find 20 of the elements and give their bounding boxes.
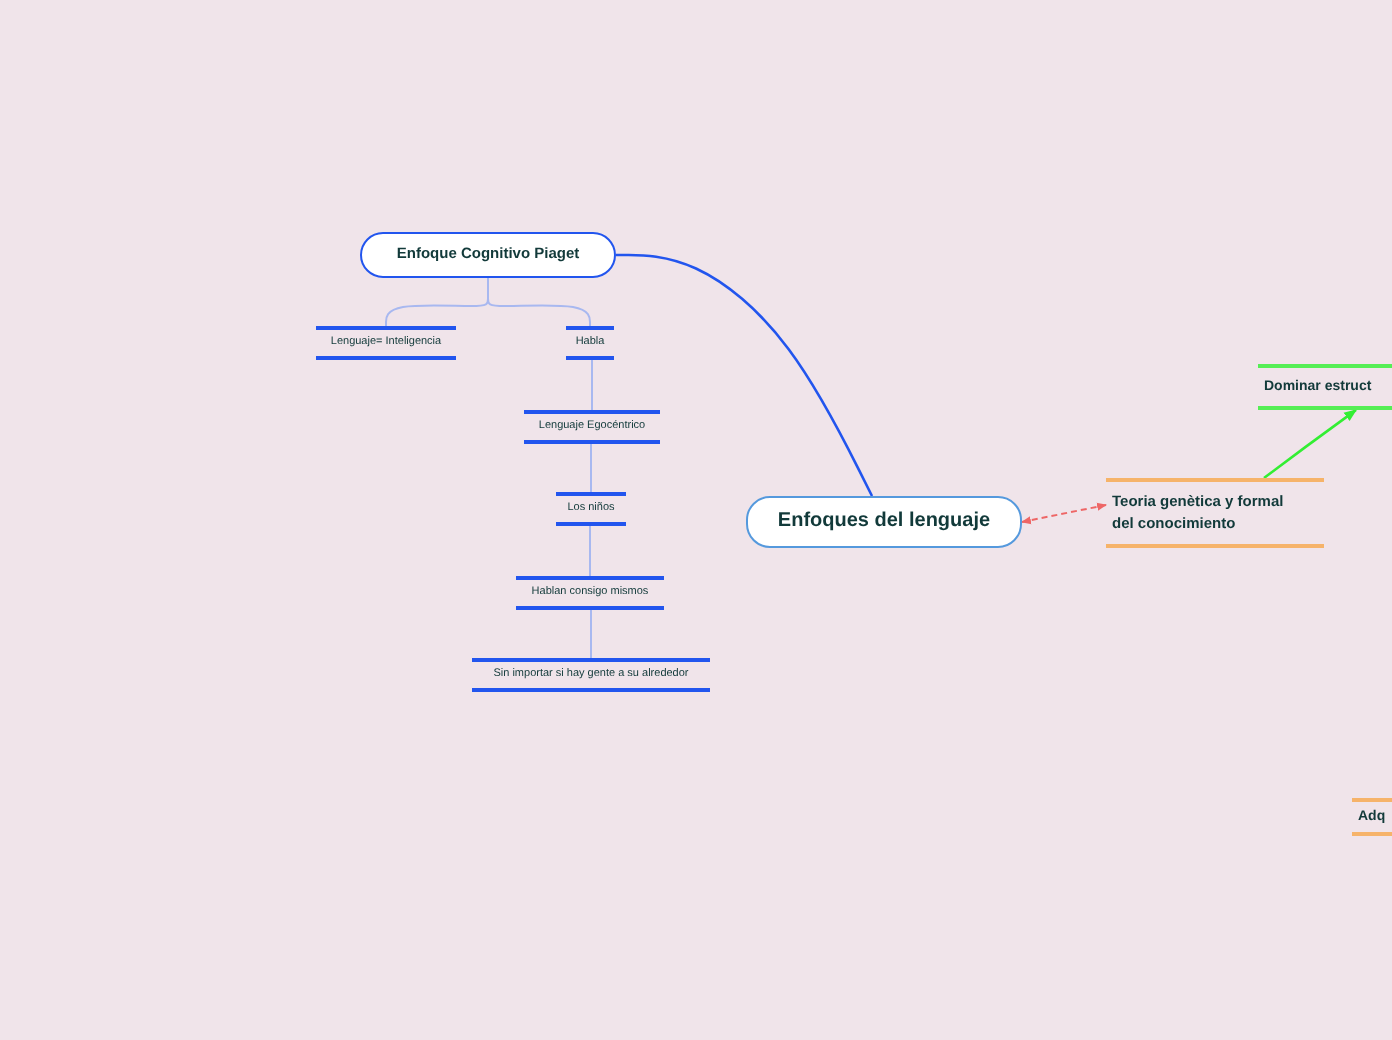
subtopic-bar <box>1352 798 1392 836</box>
connector <box>616 253 874 497</box>
connector <box>487 277 591 327</box>
subtopic-bar <box>556 492 626 526</box>
subtopic-bar <box>1106 478 1324 548</box>
subtopic-bar <box>566 326 614 360</box>
connector <box>590 609 592 659</box>
subtopic-bar <box>316 326 456 360</box>
subtopic-bar <box>472 658 710 692</box>
connector <box>1263 408 1358 480</box>
topic-box <box>746 496 1022 548</box>
connector <box>591 359 593 411</box>
subtopic-bar <box>524 410 660 444</box>
connector <box>589 525 591 577</box>
subtopic-bar <box>516 576 664 610</box>
connector <box>590 443 592 493</box>
topic-box <box>360 232 616 278</box>
subtopic-bar <box>1258 364 1392 410</box>
topic-label: Enfoques del lenguaje <box>777 508 991 536</box>
connector <box>1021 502 1107 525</box>
